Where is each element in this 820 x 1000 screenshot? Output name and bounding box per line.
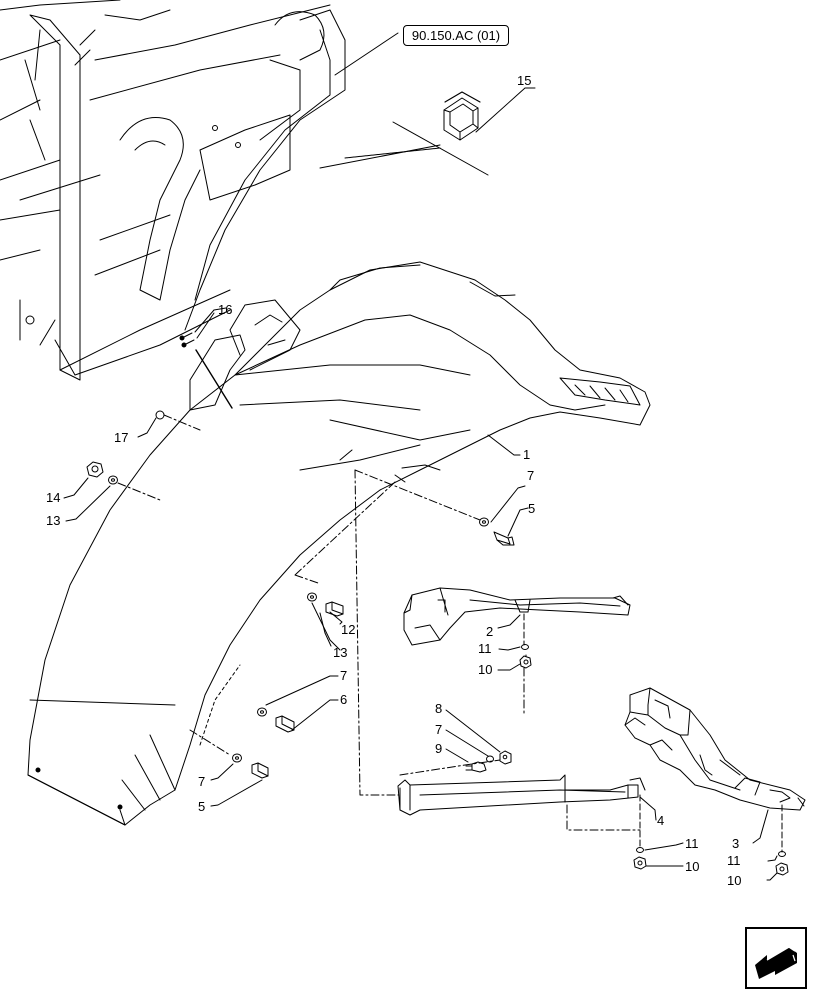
callout-10-middle: 10	[685, 859, 699, 874]
callout-14: 14	[46, 490, 60, 505]
bracket-part-3	[624, 687, 806, 811]
callout-15: 15	[517, 73, 531, 88]
callout-7-left: 7	[340, 668, 347, 683]
callout-5-right: 5	[528, 501, 535, 516]
callout-7-right: 7	[527, 468, 534, 483]
bolt-washer-7-5-bottom	[210, 753, 269, 807]
callout-11-upper: 11	[478, 641, 492, 656]
callout-10-right: 10	[727, 873, 741, 888]
callout-7-center: 7	[435, 722, 442, 737]
reference-link-button[interactable]: 90.150.AC (01)	[403, 25, 509, 46]
arrow-back-icon	[745, 927, 807, 989]
bolt-washer-13-12	[307, 592, 344, 651]
callout-4: 4	[657, 813, 664, 828]
cab-frame	[0, 0, 346, 381]
callout-11-middle: 11	[685, 836, 699, 851]
callout-7-bottom: 7	[198, 774, 205, 789]
back-navigation-button[interactable]	[745, 927, 807, 989]
bolt-washer-7-6	[257, 675, 339, 733]
callout-2: 2	[486, 624, 493, 639]
clip-part-17	[137, 410, 201, 438]
callout-13-lower: 13	[333, 645, 347, 660]
callout-13-left: 13	[46, 513, 60, 528]
bracket-part-4	[397, 774, 646, 816]
callout-11-right: 11	[727, 853, 741, 868]
callout-17: 17	[114, 430, 128, 445]
callout-16: 16	[218, 302, 232, 317]
screws-part-16	[179, 307, 233, 409]
callout-5-bottom: 5	[198, 799, 205, 814]
callout-10-upper: 10	[478, 662, 492, 677]
callout-12: 12	[341, 622, 355, 637]
bolt-washer-8-7-9	[399, 709, 512, 776]
callout-6: 6	[340, 692, 347, 707]
fender-part-1	[27, 261, 651, 826]
callout-9: 9	[435, 741, 442, 756]
nut-washer-14-13	[63, 461, 161, 522]
ref-leader-line	[334, 32, 399, 76]
bolt-washer-7-5-right	[479, 485, 529, 546]
callout-8: 8	[435, 701, 442, 716]
callout-3: 3	[732, 836, 739, 851]
bracket-part-2	[403, 587, 631, 646]
plug-part-15	[443, 87, 536, 141]
callout-1: 1	[523, 447, 530, 462]
